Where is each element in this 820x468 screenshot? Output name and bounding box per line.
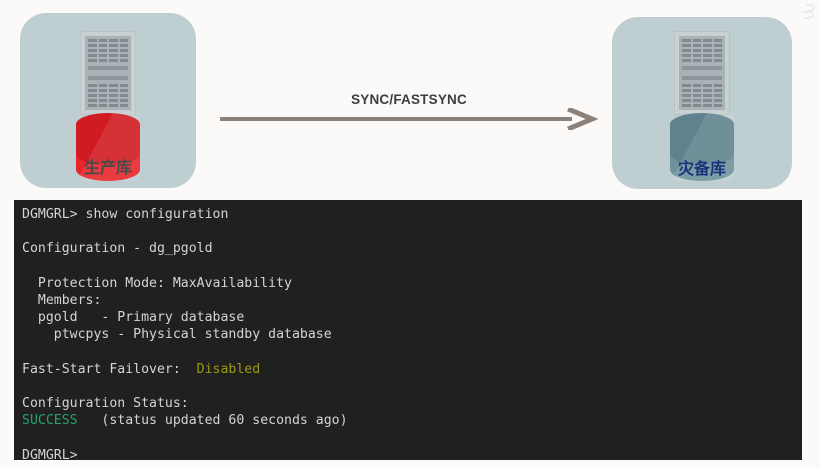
watermark-icon: [802, 4, 815, 19]
terminal-line: pgold - Primary database: [22, 309, 794, 326]
terminal-line: [22, 223, 794, 240]
terminal-line: Configuration Status:: [22, 395, 794, 412]
terminal-line: [22, 378, 794, 395]
terminal-text: ptwcpys - Physical standby database: [22, 327, 332, 343]
terminal-text-highlight: (status updated 60 seconds ago): [77, 413, 348, 429]
terminal-line: Fast-Start Failover: Disabled: [22, 361, 794, 378]
terminal-line: [22, 430, 794, 447]
server-rack-icon: [80, 31, 136, 140]
terminal-line: Configuration - dg_pgold: [22, 240, 794, 257]
terminal-text: Protection Mode: MaxAvailability: [22, 275, 292, 291]
terminal-text: Configuration - dg_pgold: [22, 241, 213, 257]
database-cylinder-icon: [670, 113, 734, 181]
terminal-line: [22, 258, 794, 275]
primary-database-node: 生产库: [20, 13, 196, 188]
terminal-text: SUCCESS: [22, 413, 78, 429]
terminal-text: Configuration Status:: [22, 396, 189, 412]
terminal-text: Members:: [22, 292, 102, 308]
terminal-text: DGMGRL> show configuration: [22, 207, 229, 222]
terminal-line: DGMGRL>: [22, 447, 794, 460]
terminal-text: pgold - Primary database: [22, 310, 245, 326]
sync-flow-arrow-icon: [220, 108, 598, 130]
database-cylinder-icon: [76, 113, 140, 181]
standby-node-label: 灾备库: [677, 159, 726, 178]
server-rack-icon: [674, 31, 730, 140]
standby-database-node: 灾备库: [612, 17, 792, 189]
terminal-text-highlight: Disabled: [196, 361, 261, 377]
terminal-line: Protection Mode: MaxAvailability: [22, 275, 794, 292]
terminal-line: Members:: [22, 292, 794, 309]
primary-node-label: 生产库: [83, 158, 132, 177]
terminal-line: ptwcpys - Physical standby database: [22, 326, 794, 343]
terminal-text: Fast-Start Failover:: [22, 361, 197, 377]
terminal-line: [22, 344, 794, 361]
flow-label: SYNC/FASTSYNC: [351, 92, 467, 107]
terminal-line: SUCCESS (status updated 60 seconds ago): [22, 412, 794, 429]
terminal-line: DGMGRL> show configuration: [22, 206, 794, 223]
terminal-text: DGMGRL>: [22, 447, 78, 460]
